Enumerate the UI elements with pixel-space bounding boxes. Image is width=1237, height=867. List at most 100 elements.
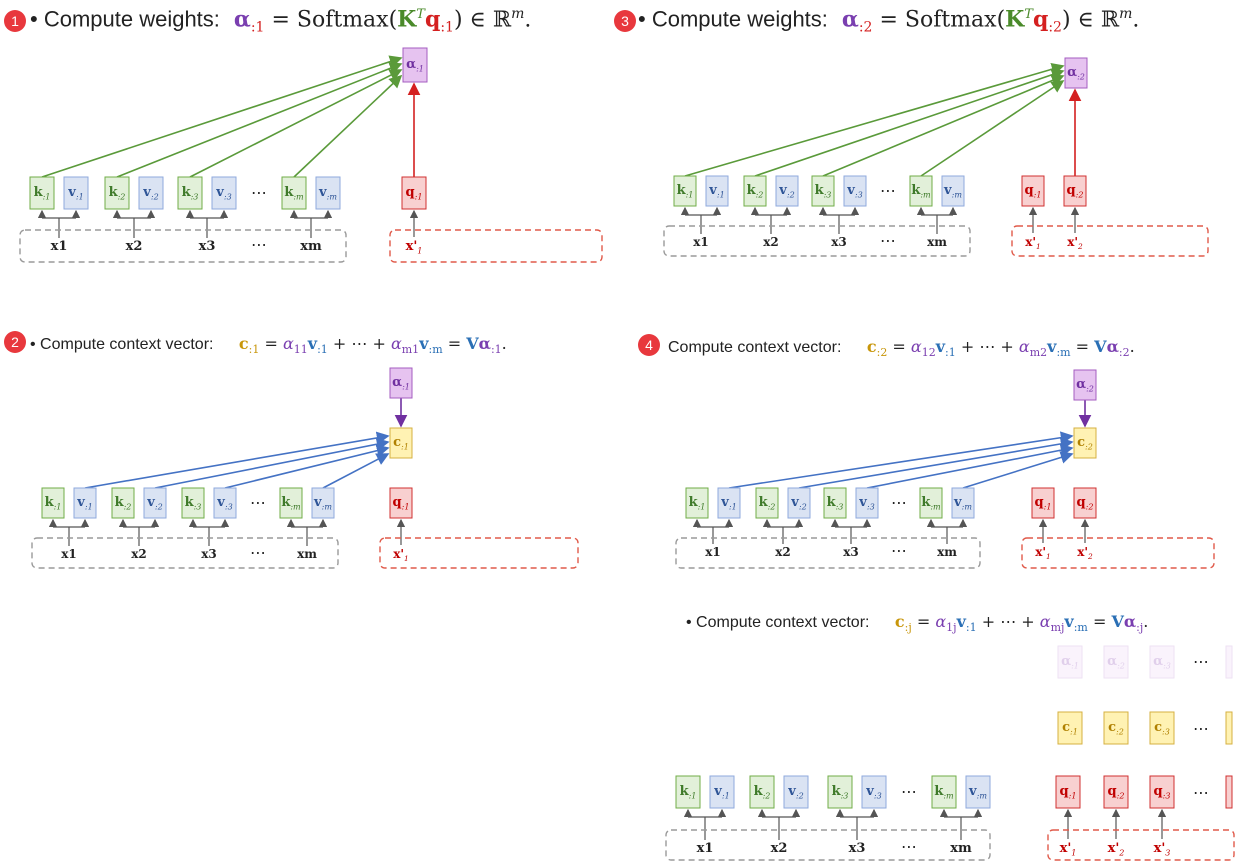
formula-context-1: • Compute context vector: c:1 = α11v:1 +… — [30, 334, 507, 357]
p2-key-4-label: k:m — [281, 495, 301, 511]
p2-x-dots: ⋯ — [250, 543, 266, 562]
p4-context-label: c:2 — [1077, 435, 1093, 451]
p1-key-3 — [177, 176, 203, 210]
p2-value-3 — [213, 487, 237, 519]
p1-value-2-label: v:2 — [142, 185, 158, 201]
p4-value-1-label: v:1 — [720, 495, 736, 511]
p5-query-2-label: q:2 — [1108, 784, 1125, 800]
p5-alpha-partial — [1225, 645, 1233, 679]
p2-key-1-label: k:1 — [45, 495, 62, 511]
p5-kv-dots: ⋯ — [901, 782, 917, 801]
p3-kv-dots: ⋯ — [880, 181, 896, 200]
p5-key-4 — [931, 775, 957, 809]
p5-context-1-label: c:1 — [1062, 720, 1078, 736]
p3-value-3 — [843, 175, 867, 207]
step-badge-1: 1 — [4, 10, 26, 32]
p3-key-4 — [909, 175, 933, 207]
p3-key-2 — [743, 175, 767, 207]
p5-alpha-2 — [1103, 645, 1129, 679]
p4-queries-frame — [1021, 537, 1215, 569]
p5-key-3-label: k:3 — [832, 784, 849, 800]
p2-value-1 — [73, 487, 97, 519]
p5-query-2 — [1103, 775, 1129, 809]
p1-key-arrow-4 — [293, 74, 403, 178]
p5-x-dots: ⋯ — [901, 837, 917, 856]
p1-key-2 — [104, 176, 130, 210]
p5-value-3-label: v:3 — [865, 784, 881, 800]
p2-input-2: x2 — [131, 547, 147, 561]
p3-key-arrow-1 — [684, 62, 1065, 177]
p4-input-4: xm — [937, 545, 957, 559]
p3-value-3-label: v:3 — [846, 183, 862, 199]
p4-key-4 — [919, 487, 943, 519]
p5-key-3 — [827, 775, 853, 809]
p2-query-1 — [389, 487, 413, 519]
p5-value-3 — [861, 775, 887, 809]
p2-value-4 — [311, 487, 335, 519]
p1-value-1 — [63, 176, 89, 210]
p1-value-3 — [211, 176, 237, 210]
p3-inputs-frame — [663, 225, 971, 257]
p5-queries-frame — [1047, 829, 1235, 861]
p5-query-dots: ⋯ — [1193, 783, 1209, 802]
p1-alpha — [402, 47, 428, 83]
p2-value-arrow-1 — [84, 431, 390, 489]
p1-key-arrow-2 — [116, 62, 403, 178]
p1-key-1-label: k:1 — [34, 185, 51, 201]
p5-alpha-dots: ⋯ — [1193, 652, 1209, 671]
p3-query-input-2: x'2 — [1067, 235, 1083, 251]
p1-input-2: x2 — [126, 239, 143, 254]
step-badge-2: 2 — [4, 331, 26, 353]
p2-kv-dots: ⋯ — [250, 493, 266, 512]
p4-value-2 — [787, 487, 811, 519]
p1-value-1-label: v:1 — [67, 185, 83, 201]
p5-alpha-3-label: α:3 — [1153, 654, 1171, 670]
p2-alpha — [389, 367, 413, 399]
p5-context-3-label: c:3 — [1154, 720, 1170, 736]
p3-input-4: xm — [927, 235, 947, 249]
p4-value-2-label: v:2 — [790, 495, 806, 511]
p4-value-1 — [717, 487, 741, 519]
p4-input-3: x3 — [843, 545, 859, 559]
p5-value-4-label: v:m — [968, 784, 987, 800]
p1-key-arrow-1 — [41, 55, 403, 178]
p5-key-4-label: k:m — [934, 784, 954, 800]
p4-query-1 — [1031, 487, 1055, 519]
formula-weights-1: • Compute weights: α:1 = Softmax(KTq:1) … — [30, 6, 532, 36]
p3-input-3: x3 — [831, 235, 847, 249]
p2-alpha-label: α:1 — [392, 375, 410, 391]
p2-inputs-frame — [31, 537, 339, 569]
p3-query-input-1: x'1 — [1025, 235, 1041, 251]
p3-key-2-label: k:2 — [747, 183, 764, 199]
p5-input-3: x3 — [849, 841, 866, 856]
p4-key-3 — [823, 487, 847, 519]
p2-key-2-label: k:2 — [115, 495, 132, 511]
p2-value-4-label: v:m — [313, 495, 332, 511]
p4-value-4 — [951, 487, 975, 519]
p5-input-2: x2 — [771, 841, 788, 856]
p3-value-2-label: v:2 — [778, 183, 794, 199]
p2-key-4 — [279, 487, 303, 519]
p4-key-1 — [685, 487, 709, 519]
p5-query-1 — [1055, 775, 1081, 809]
p1-queries-frame — [389, 229, 603, 263]
p2-value-arrow-3 — [224, 444, 390, 489]
p5-context-partial — [1225, 711, 1233, 745]
p2-value-1-label: v:1 — [76, 495, 92, 511]
p5-query-input-2: x'2 — [1108, 841, 1125, 857]
p4-query-2-label: q:2 — [1077, 495, 1094, 511]
p5-query-3 — [1149, 775, 1175, 809]
p5-key-2 — [749, 775, 775, 809]
p1-query-input-1: x'1 — [406, 239, 423, 255]
p5-alpha-2-label: α:2 — [1107, 654, 1125, 670]
p1-key-1 — [29, 176, 55, 210]
p4-context — [1073, 427, 1097, 459]
p4-alpha — [1073, 369, 1097, 401]
p5-context-1 — [1057, 711, 1083, 745]
p3-key-3 — [811, 175, 835, 207]
p1-x-dots: ⋯ — [251, 235, 267, 254]
p4-value-arrow-3 — [866, 443, 1074, 489]
p1-input-4: xm — [300, 239, 322, 254]
p3-value-2 — [775, 175, 799, 207]
p1-inputs-frame — [19, 229, 347, 263]
